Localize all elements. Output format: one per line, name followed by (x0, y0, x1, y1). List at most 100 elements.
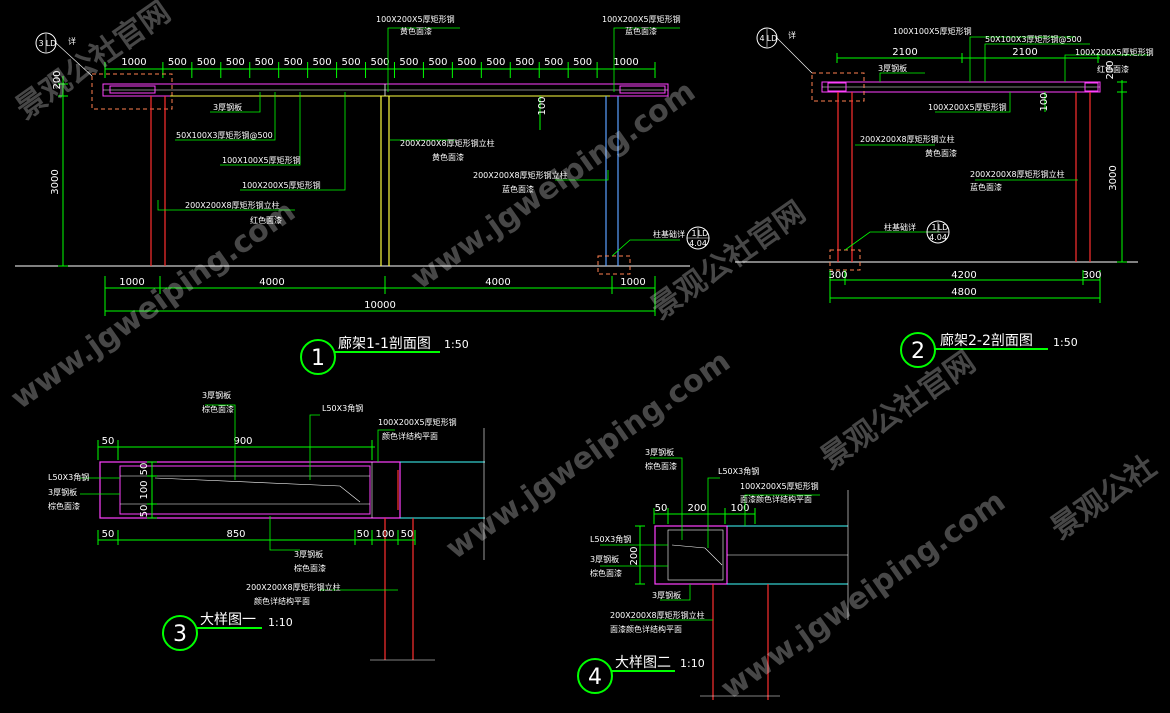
detail-1-note-plate-top-1: 3厚钢板 (202, 390, 231, 400)
section-1-top-dim-2: 500 (168, 57, 187, 68)
detail-1-note-plate-bottom-2: 棕色面漆 (294, 563, 326, 573)
detail-1-title: 大样图一 (200, 612, 256, 628)
detail-1-top-dim-2: 900 (233, 436, 252, 447)
detail-1-note-angle: L50X3角钢 (322, 403, 363, 413)
detail-1-top-dim-1: 50 (102, 436, 115, 447)
watermark-4: 景观公社官网 (645, 195, 813, 327)
detail-1-side-dim-3: 50 (139, 505, 150, 518)
section-1-scale: 1:50 (444, 338, 469, 351)
section-1-top-dim-12: 500 (457, 57, 476, 68)
section-1-note-col-yellow-1: 200X200X8厚矩形钢立柱 (400, 138, 495, 148)
detail-1-note-beam-1: 100X200X5厚矩形钢 (378, 417, 457, 427)
section-2-note-red-2: 红色面漆 (1097, 64, 1129, 74)
section-1-top-dim-8: 500 (342, 57, 361, 68)
detail-1-side-dim-2: 100 (139, 480, 150, 499)
section-1-bottom-dim-3: 4000 (485, 277, 510, 288)
detail-2-note-beam-1: 100X200X5厚矩形钢 (740, 481, 819, 491)
section-1-note-beam-yellow-2: 黄色面漆 (400, 26, 432, 36)
detail-1-note-column-1: 200X200X8厚矩形钢立柱 (246, 582, 341, 592)
section-2-base-ref-number: 1 (931, 223, 936, 232)
detail-2-note-plate-left-1: 3厚钢板 (590, 554, 619, 564)
detail-1-bottom-dim-1: 50 (102, 529, 115, 540)
section-2-note-tube-50: 50X100X3厚矩形钢@500 (985, 34, 1082, 44)
section-1-note-tube-50: 50X100X3厚矩形钢@500 (176, 130, 273, 140)
section-1-top-dim-10: 500 (399, 57, 418, 68)
section-1-top-dim-7: 500 (313, 57, 332, 68)
section-1-top-dim-9: 500 (370, 57, 389, 68)
detail-2-note-angle-left: L50X3角钢 (590, 534, 631, 544)
section-1-top-dimension-ticks (104, 62, 656, 78)
section-2-note-col-yellow-2: 黄色面漆 (925, 148, 957, 158)
section-1-detail-suffix: 详 (68, 36, 76, 46)
section-1-top-dim-6: 500 (284, 57, 303, 68)
section-1-total-dim: 10000 (364, 300, 396, 311)
section-2-drawing: 2100 2100 200 3000 100 300 4200 300 4800 (735, 26, 1154, 368)
section-1-top-height: 200 (52, 70, 63, 89)
section-1-detail-ref-sheet: LD (46, 39, 57, 48)
detail-1-note-angle-left: L50X3角钢 (48, 472, 89, 482)
section-1-note-col-blue-2: 蓝色面漆 (502, 184, 534, 194)
section-2-detail-ref-sheet: LD (767, 34, 778, 43)
section-2-note-plate: 3厚钢板 (878, 63, 907, 73)
section-2-note-base: 柱基础详 (884, 222, 916, 232)
detail-2-drawing: 50 200 100 200 3厚钢板 棕色面漆 L50X3角钢 100X200… (577, 447, 849, 700)
section-1-bottom-dim-1: 1000 (119, 277, 144, 288)
section-1-note-beam-blue-1: 100X200X5厚矩形钢 (602, 14, 681, 24)
section-2-top-dim-1: 2100 (892, 47, 917, 58)
section-2-detail-suffix: 详 (788, 30, 796, 40)
section-1-note-col-yellow-2: 黄色面漆 (432, 152, 464, 162)
section-1-note-col-red-1: 200X200X8厚矩形钢立柱 (185, 200, 280, 210)
watermark-8: 景观公社 (1045, 449, 1163, 546)
detail-1-note-beam-2: 颜色详结构平面 (382, 431, 438, 441)
section-1-note-plate: 3厚钢板 (213, 102, 242, 112)
watermark-7: www.jgweiping.com (715, 484, 1012, 707)
detail-2-note-plate-top-2: 棕色面漆 (645, 461, 677, 471)
detail-1-bottom-dim-3: 50 (357, 529, 370, 540)
section-1-note-beam-yellow-1: 100X200X5厚矩形钢 (376, 14, 455, 24)
section-2-base-ref-page: 4.04 (929, 233, 947, 242)
section-1-note-base: 柱基础详 (653, 229, 685, 239)
detail-1-note-plate-top-2: 棕色面漆 (202, 404, 234, 414)
detail-1-note-plate-left-1: 3厚钢板 (48, 487, 77, 497)
section-1-top-dim-5: 500 (255, 57, 274, 68)
detail-2-top-dim-2: 200 (687, 503, 706, 514)
section-1-top-dim-17: 1000 (613, 57, 638, 68)
section-1-height: 3000 (50, 169, 61, 194)
detail-1-drawing: 50 900 50 100 50 (48, 390, 485, 661)
detail-2-note-plate-left-2: 棕色面漆 (590, 568, 622, 578)
section-1-note-tube-100x100: 100X100X5厚矩形钢 (222, 155, 301, 165)
detail-1-side-dim-1: 50 (139, 463, 150, 476)
detail-2-top-dim-1: 50 (655, 503, 668, 514)
detail-2-title: 大样图二 (615, 655, 671, 671)
watermark-2: 景观公社官网 (10, 0, 178, 127)
detail-2-note-column-1: 200X200X8厚矩形钢立柱 (610, 610, 705, 620)
detail-1-bottom-dim-4: 100 (375, 529, 394, 540)
section-1-base-ref-number: 1 (691, 229, 696, 238)
detail-2-top-dim-3: 100 (730, 503, 749, 514)
section-2-note-col-yellow-1: 200X200X8厚矩形钢立柱 (860, 134, 955, 144)
detail-2-title-number: 4 (588, 665, 602, 690)
section-1-note-tube-100x200: 100X200X5厚矩形钢 (242, 180, 321, 190)
section-1-top-dim-14: 500 (515, 57, 534, 68)
section-2-bottom-dim-2: 4200 (951, 270, 976, 281)
section-2-note-col-blue-2: 蓝色面漆 (970, 182, 1002, 192)
section-1-note-beam-blue-2: 蓝色面漆 (625, 26, 657, 36)
section-2-title: 廊架2-2剖面图 (940, 332, 1033, 349)
detail-1-note-plate-bottom-1: 3厚钢板 (294, 549, 323, 559)
section-1-top-dim-15: 500 (544, 57, 563, 68)
detail-1-note-plate-left-2: 棕色面漆 (48, 501, 80, 511)
section-2-base-ref-sheet: LD (938, 223, 949, 232)
section-1-note-col-blue-1: 200X200X8厚矩形钢立柱 (473, 170, 568, 180)
section-2-bottom-dim-1: 300 (828, 270, 847, 281)
section-1-title: 廊架1-1剖面图 (338, 335, 431, 352)
section-1-top-dim-13: 500 (486, 57, 505, 68)
section-1-bottom-dim-2: 4000 (259, 277, 284, 288)
section-1-base-ref-sheet: LD (698, 229, 709, 238)
section-1-top-dim-11: 500 (428, 57, 447, 68)
section-2-note-red-1: 100X200X5厚矩形钢 (1075, 47, 1154, 57)
detail-1-bottom-dim-2: 850 (226, 529, 245, 540)
section-1-top-dim-3: 500 (197, 57, 216, 68)
section-1-base-ref-page: 4.04 (689, 239, 707, 248)
section-2-height: 3000 (1108, 165, 1119, 190)
